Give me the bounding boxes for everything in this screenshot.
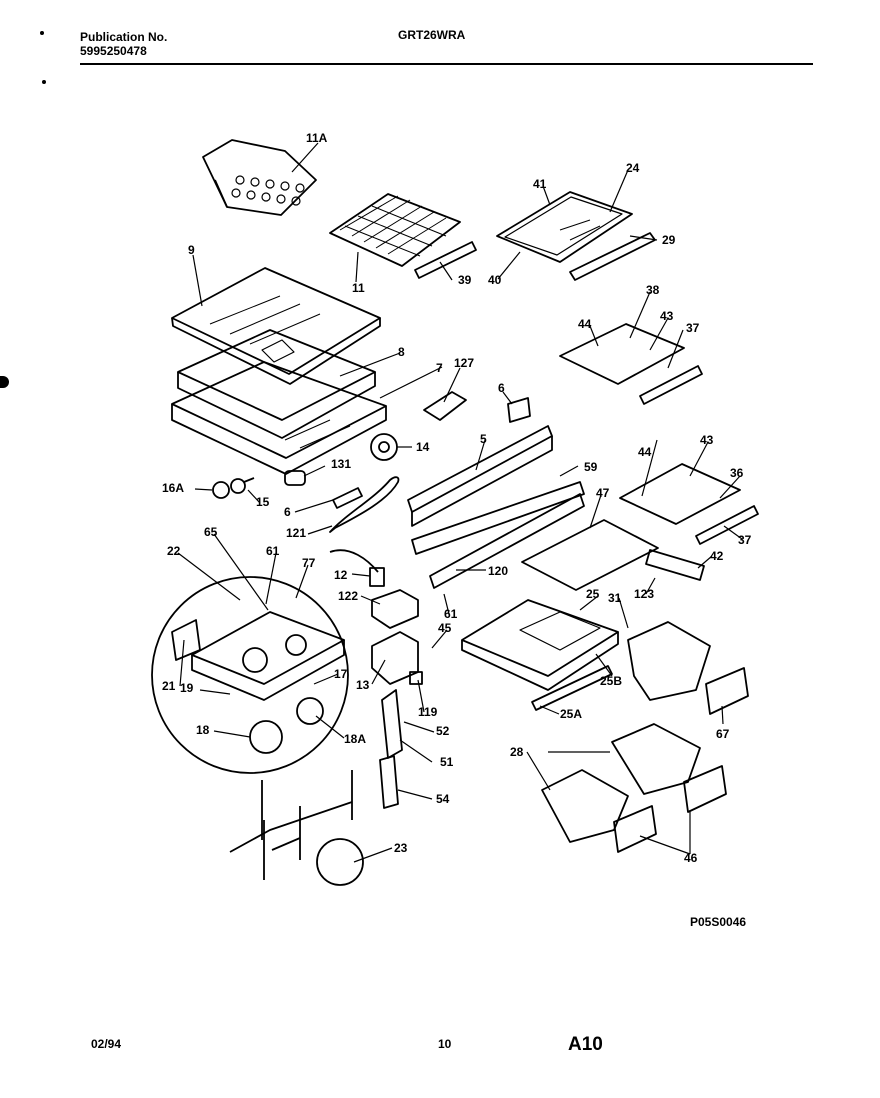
- callout-43: 43: [660, 309, 674, 323]
- callout-13: 13: [356, 678, 370, 692]
- callout-44: 44: [638, 445, 652, 459]
- callout-121: 121: [286, 526, 306, 540]
- callout-65: 65: [204, 525, 218, 539]
- callout-40: 40: [488, 273, 502, 287]
- crisper-glass-part: [521, 519, 659, 591]
- callout-52: 52: [436, 724, 450, 738]
- callout-77: 77: [302, 556, 316, 570]
- callout-8: 8: [398, 345, 405, 359]
- callout-47: 47: [596, 486, 610, 500]
- callout-11: 11: [352, 281, 365, 295]
- publication-number: 5995250478: [80, 44, 147, 58]
- freezer-floor-part: [171, 267, 381, 385]
- bumper-part: [284, 470, 306, 486]
- switch-part: [507, 397, 531, 423]
- damper-part: [371, 589, 423, 685]
- callout-36: 36: [730, 466, 744, 480]
- callout-11a: 11A: [306, 131, 328, 145]
- callout-123: 123: [634, 587, 654, 601]
- callout-29: 29: [662, 233, 676, 247]
- callout-67: 67: [716, 727, 730, 741]
- callout-17: 17: [334, 667, 348, 681]
- light-fixture-part: [645, 549, 705, 581]
- callout-14: 14: [416, 440, 430, 454]
- footer-section: A10: [568, 1034, 603, 1055]
- callout-25: 25: [586, 587, 600, 601]
- glass-shelf-part-mid: [559, 323, 759, 545]
- header-rule: [80, 63, 813, 65]
- registration-dot-left: [42, 80, 46, 84]
- callout-6: 6: [498, 381, 505, 395]
- callout-38: 38: [646, 283, 660, 297]
- callout-5: 5: [480, 432, 487, 446]
- callout-18: 18: [196, 723, 210, 737]
- pan-cover-part: [613, 765, 727, 853]
- bulb-part: [212, 477, 255, 499]
- drawer-front-part: [705, 667, 749, 715]
- drain-part: [379, 689, 403, 809]
- callout-61: 61: [266, 544, 280, 558]
- wire-harness-part: [329, 549, 379, 573]
- callout-24: 24: [626, 161, 640, 175]
- callout-39: 39: [458, 273, 472, 287]
- callout-23: 23: [394, 841, 408, 855]
- footer-page-number: 10: [438, 1037, 452, 1051]
- knob-part: [370, 433, 398, 461]
- publication-label: Publication No.: [80, 30, 168, 44]
- callout-122: 122: [338, 589, 358, 603]
- callout-59: 59: [584, 460, 598, 474]
- wire-shelf-part: [329, 193, 477, 279]
- callout-22: 22: [167, 544, 181, 558]
- clip-part: [332, 487, 363, 509]
- callout-15: 15: [256, 495, 270, 509]
- guide-part: [411, 481, 585, 589]
- callout-51: 51: [440, 755, 454, 769]
- registration-dot-top: [40, 31, 44, 35]
- ice-tray-part: [202, 139, 317, 216]
- callout-45: 45: [438, 621, 452, 635]
- binding-mark: [0, 376, 9, 388]
- callout-9: 9: [188, 243, 195, 257]
- hinge-part: [229, 770, 364, 886]
- model-number: GRT26WRA: [398, 28, 466, 42]
- callout-28: 28: [510, 745, 524, 759]
- callout-42: 42: [710, 549, 724, 563]
- callout-54: 54: [436, 792, 450, 806]
- wire-lead-part: [329, 476, 400, 533]
- callout-6: 6: [284, 505, 291, 519]
- diagram-code: P05S0046: [690, 915, 746, 929]
- control-assembly-inset: [151, 576, 349, 774]
- meat-pan-part: [541, 723, 701, 843]
- divider-part: [171, 361, 387, 475]
- callout-25a: 25A: [560, 707, 582, 721]
- callout-61: 61: [444, 607, 458, 621]
- callout-41: 41: [533, 177, 547, 191]
- socket-part: [369, 567, 385, 587]
- callout-131: 131: [331, 457, 351, 471]
- callout-46: 46: [684, 851, 698, 865]
- callout-31: 31: [608, 591, 622, 605]
- callout-37: 37: [738, 533, 752, 547]
- filter-part: [423, 391, 467, 421]
- callout-12: 12: [334, 568, 348, 582]
- pan-part: [627, 621, 711, 701]
- callout-21: 21: [162, 679, 176, 693]
- rail-part: [407, 425, 553, 527]
- callout-16a: 16A: [162, 481, 184, 495]
- callout-18a: 18A: [344, 732, 366, 746]
- callout-120: 120: [488, 564, 508, 578]
- callout-119: 119: [418, 705, 438, 719]
- callout-37: 37: [686, 321, 700, 335]
- crisper-frame-part: [461, 599, 619, 711]
- insulation-part: [177, 329, 376, 439]
- callout-43: 43: [700, 433, 714, 447]
- callout-7: 7: [436, 361, 443, 375]
- footer-date: 02/94: [91, 1037, 122, 1051]
- callout-44: 44: [578, 317, 592, 331]
- callout-25b: 25B: [600, 674, 622, 688]
- callout-127: 127: [454, 356, 474, 370]
- callout-19: 19: [180, 681, 194, 695]
